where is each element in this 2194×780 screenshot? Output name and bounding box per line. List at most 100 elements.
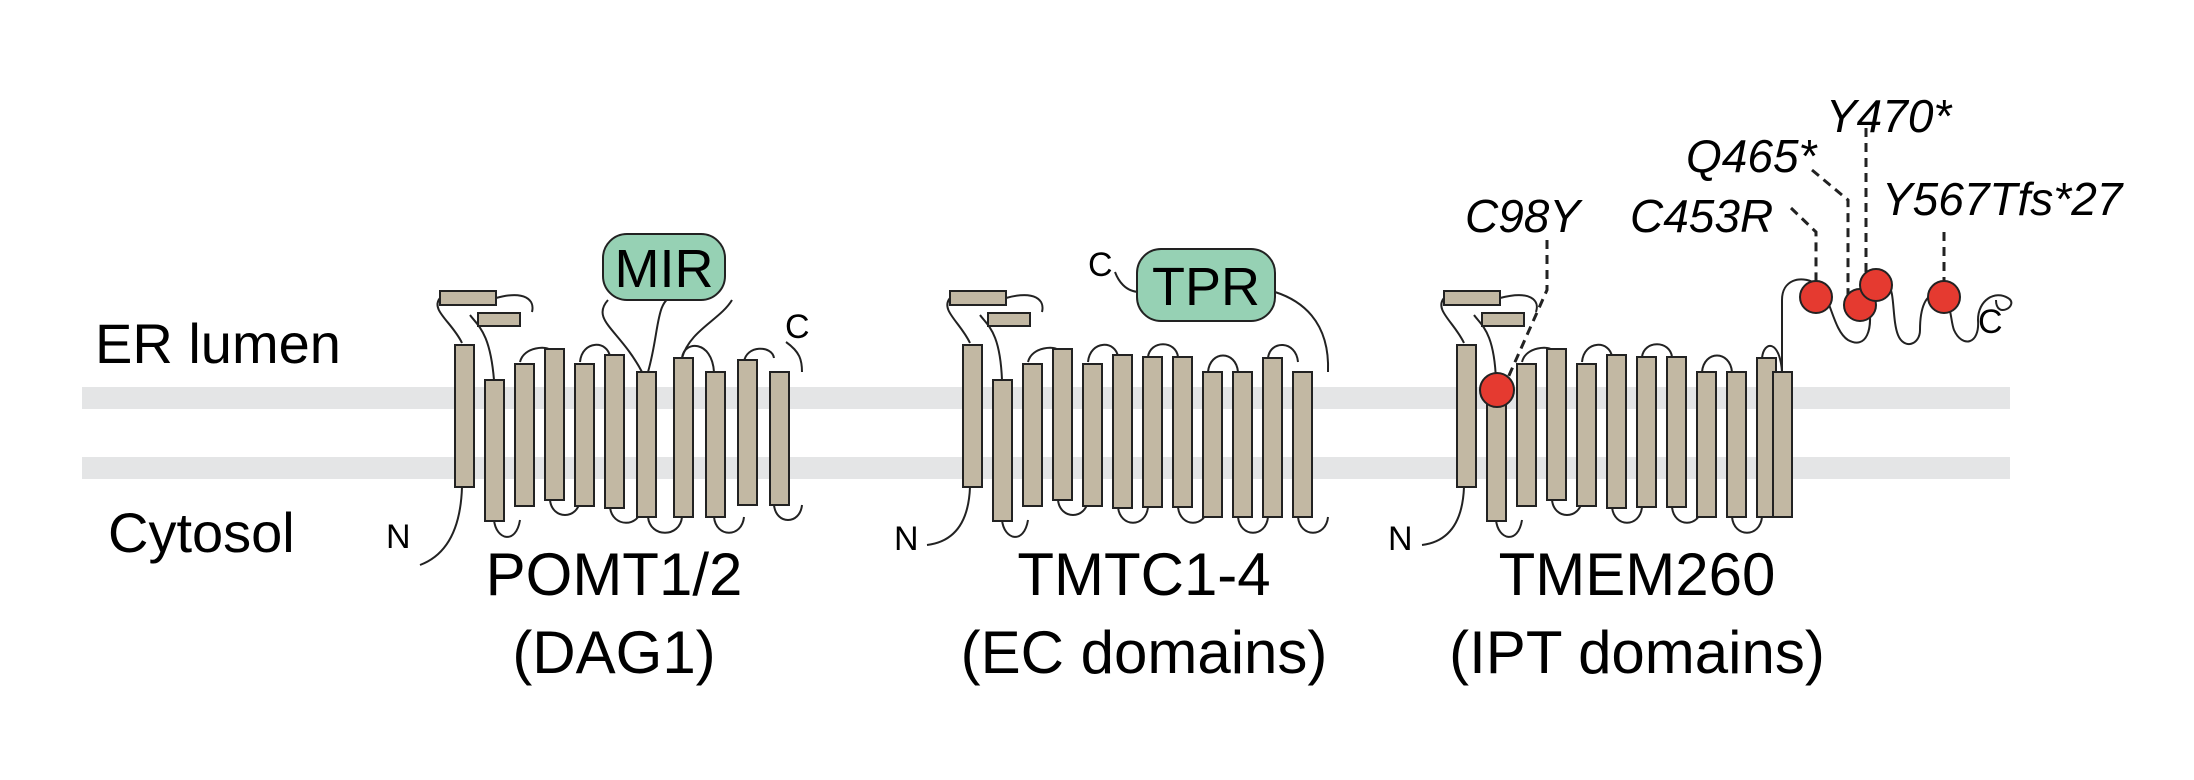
tmem260-name: TMEM260 [1499, 541, 1776, 608]
mutation-label-c98y: C98Y [1465, 190, 1583, 242]
membrane-inner-leaflet [82, 457, 2010, 479]
tmem260-substrate: (IPT domains) [1449, 619, 1825, 686]
tmtc-protein: TPR N C [894, 246, 1330, 558]
pomt-tm-helix [544, 348, 565, 501]
membrane-outer-leaflet [82, 387, 2010, 409]
tmtc-tm-helix [1172, 356, 1193, 508]
tmem-loop [1641, 343, 1673, 358]
pomt-loop [647, 294, 676, 373]
tmem-tm-helix [1546, 348, 1567, 501]
tmtc-loop [946, 297, 971, 344]
tmtc-loop [1147, 343, 1179, 358]
mir-domain-label: MIR [615, 239, 714, 299]
tmtc-loop [1087, 343, 1119, 363]
tmem-tm-helix [1772, 371, 1793, 518]
tmem-tm-helix [1516, 363, 1537, 507]
tmtc-loop [1207, 354, 1239, 373]
tmem-loop [1701, 354, 1733, 373]
pomt-tm-helix [454, 344, 475, 488]
c98y-mutation-marker [1479, 372, 1515, 408]
tmem-loop [1581, 343, 1613, 363]
tmem-tm-helix [1666, 356, 1687, 508]
tmem-amphipathic-helix [1443, 290, 1501, 306]
y567tfs-mutation-marker [1927, 280, 1961, 314]
tmtc-tm-helix [1232, 371, 1253, 518]
tmem-loop [1499, 294, 1538, 313]
pomt-loop [681, 299, 733, 359]
pomt-tm-helix [484, 379, 505, 522]
tmtc-c-terminus: C [1088, 246, 1113, 284]
tpr-domain-label: TPR [1152, 257, 1260, 317]
tmtc-loop [1297, 516, 1329, 534]
pomt-loop [493, 519, 521, 538]
pomt-tm-helix [574, 363, 595, 507]
tmtc-name: TMTC1-4 [1017, 541, 1270, 608]
tmtc-loop [1117, 506, 1149, 524]
pomt-loop [713, 516, 745, 534]
tmtc-tm-helix [962, 344, 983, 488]
tmtc-tm-helix [992, 379, 1013, 522]
pomt-tm-helix [514, 363, 535, 507]
tmem-tm-helix [1576, 363, 1597, 507]
cytosol-label: Cytosol [108, 501, 295, 564]
pomt-loop [647, 516, 683, 534]
tmem-tm-helix [1696, 371, 1717, 518]
c98y-leader [1505, 240, 1549, 381]
pomt-tm-helix [769, 371, 790, 506]
mutation-label-c453r: C453R [1630, 190, 1773, 242]
pomt-loop [469, 314, 495, 381]
tmem-n-tail [1421, 486, 1465, 546]
tpr-domain [1136, 248, 1276, 322]
pomt-c-tail [785, 341, 803, 373]
mutation-label-y567tfs: Y567Tfs*27 [1882, 173, 2124, 225]
tmtc-n-terminus: N [894, 520, 919, 558]
pomt-name: POMT1/2 [486, 541, 743, 608]
pomt-loop [681, 344, 715, 373]
pomt-tm-helix [705, 371, 726, 518]
tmem-loop [1731, 516, 1763, 534]
tmem-c-tail [1781, 278, 2013, 372]
pomt-protein: MIR N C [386, 233, 810, 566]
pomt-c-terminus: C [785, 308, 810, 346]
pomt-loop [743, 347, 775, 363]
pomt-substrate: (DAG1) [512, 619, 715, 686]
tmtc-loop [1267, 344, 1299, 363]
tmem-c-terminus: C [1978, 303, 2003, 341]
mir-domain [602, 233, 726, 301]
tmem-amphipathic-helix [1481, 312, 1525, 327]
pomt-loop [579, 343, 611, 363]
pomt-amphipathic-helix [477, 312, 521, 327]
pomt-tm-helix [604, 354, 625, 509]
tmtc-tm-helix [1262, 357, 1283, 518]
tmtc-n-tail [926, 486, 971, 546]
tmtc-loop [1001, 519, 1029, 538]
tmtc-c-link [1274, 291, 1330, 373]
pomt-loop [773, 504, 803, 521]
pomt-tm-helix [737, 359, 758, 506]
tmtc-substrate: (EC domains) [961, 619, 1328, 686]
tmem-loop [1473, 314, 1497, 381]
tmem-tm-helix [1456, 344, 1477, 488]
tmtc-amphipathic-helix [987, 312, 1031, 327]
tmtc-amphipathic-helix [949, 290, 1007, 306]
pomt-loop [495, 294, 534, 313]
tmem-tm-helix [1606, 354, 1627, 509]
pomt-amphipathic-helix [439, 290, 497, 306]
tmtc-tm-helix [1112, 354, 1133, 509]
tmem-tm-helix [1726, 371, 1747, 518]
tmtc-tm-helix [1052, 348, 1073, 501]
tmem-loop [1611, 506, 1643, 524]
pomt-tm-helix [636, 371, 657, 518]
pomt-loop [436, 297, 463, 344]
pomt-n-tail [419, 486, 463, 566]
tmtc-tm-helix [1022, 363, 1043, 507]
tmem-loop [1495, 519, 1523, 538]
c453r-leader [1789, 206, 1818, 292]
pomt-loop [601, 299, 643, 373]
c453r-mutation-marker [1799, 280, 1833, 314]
tmtc-tm-helix [1292, 371, 1313, 518]
er-lumen-label: ER lumen [95, 312, 341, 375]
tmem-loop [1440, 297, 1465, 344]
mutation-label-y470: Y470* [1826, 90, 1953, 142]
